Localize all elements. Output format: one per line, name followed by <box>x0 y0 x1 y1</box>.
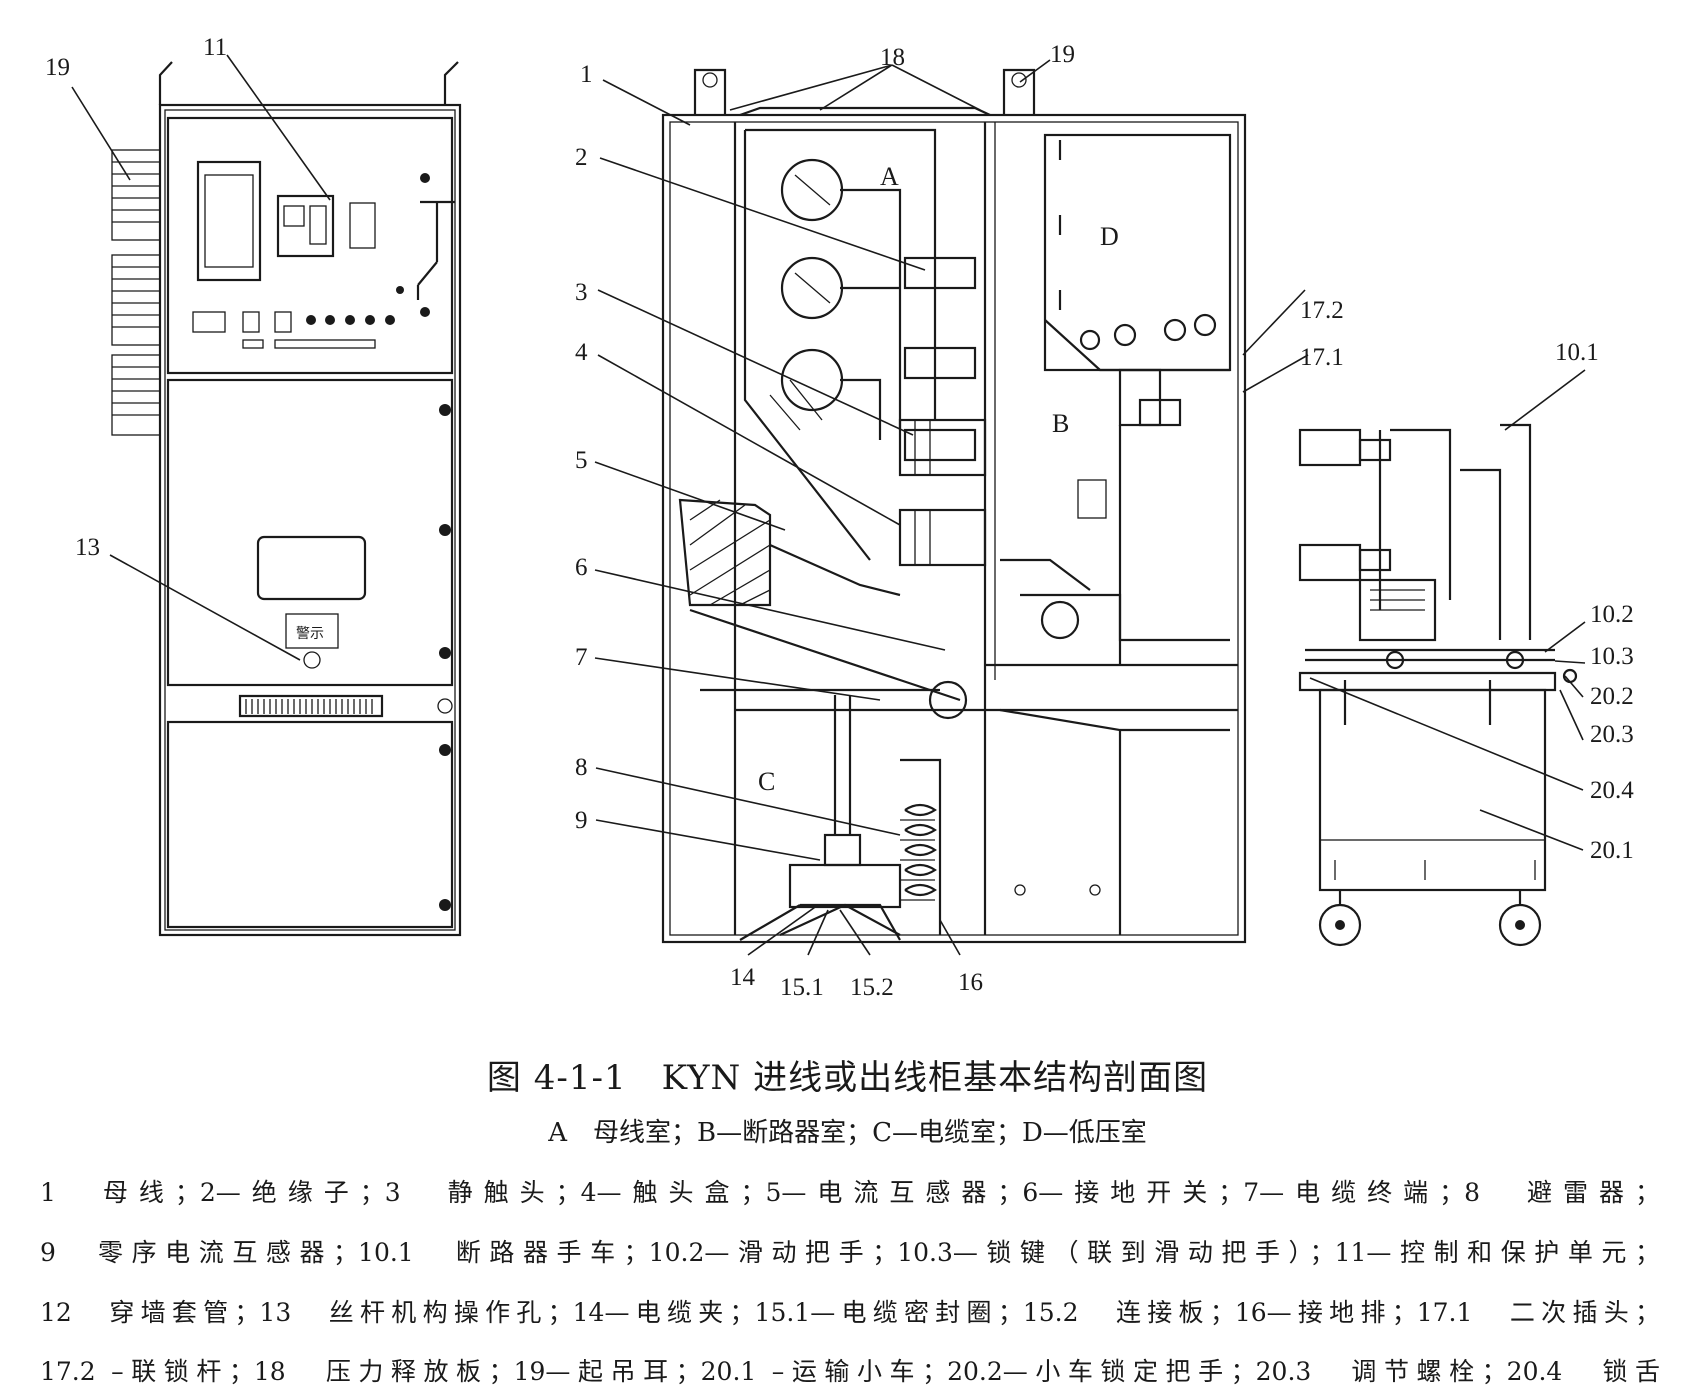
earthing-switch-and-cable <box>689 608 968 941</box>
current-transformer <box>678 498 901 607</box>
callout-10-3: 10.3 <box>1590 643 1634 670</box>
contact-boxes <box>898 418 987 567</box>
legend-line-4: 17.2 –联锁杆；18 压力释放板；19—起吊耳；20.1 –运输小车；20.… <box>40 1357 1660 1386</box>
callout-17-2: 17.2 <box>1300 297 1344 324</box>
wall-bushings <box>111 149 161 436</box>
legend-line-2: 9 零序电流互感器；10.1 断路器手车；10.2—滑动把手；10.3—锁键（联… <box>40 1238 1660 1267</box>
callout-13: 13 <box>75 534 100 561</box>
callout-18: 18 <box>880 44 905 71</box>
callout-20-1: 20.1 <box>1590 837 1634 864</box>
callout-5: 5 <box>575 447 588 474</box>
callout-20-4: 20.4 <box>1590 777 1634 804</box>
callout-6: 6 <box>575 554 588 581</box>
callout-15-2: 15.2 <box>850 974 894 1001</box>
figure-subtitle: A 母线室；B—断路器室；C—电缆室；D—低压室 <box>548 1118 1147 1148</box>
room-letters: A B C D <box>758 162 1119 796</box>
callout-16: 16 <box>958 969 983 996</box>
callout-20-3: 20.3 <box>1590 721 1634 748</box>
middle-door-features: 警示 <box>238 404 453 911</box>
callout-12: 19 <box>45 54 70 81</box>
callout-14: 14 <box>730 964 756 991</box>
lower-right-compartment <box>999 708 1230 935</box>
callout-19: 19 <box>1050 41 1075 68</box>
leader-lines <box>71 54 1586 956</box>
front-view-cabinet <box>158 61 462 937</box>
callout-15-1: 15.1 <box>780 974 824 1001</box>
callout-7: 7 <box>575 644 588 671</box>
breaker-truck <box>1298 423 1578 684</box>
room-c-letter: C <box>758 767 775 796</box>
callout-2: 2 <box>575 144 588 171</box>
callout-1: 1 <box>580 61 593 88</box>
callout-4: 4 <box>575 339 588 366</box>
callout-labels: 19 11 13 1 2 3 4 5 6 7 8 9 14 15.1 15.2 … <box>45 34 1634 1001</box>
surge-arrester <box>900 758 942 935</box>
callout-10-1: 10.1 <box>1555 339 1599 366</box>
legend-line-3: 12 穿墙套管；13 丝杆机构操作孔；14—电缆夹；15.1—电缆密封圈；15.… <box>40 1298 1660 1327</box>
callout-17-1: 17.1 <box>1300 344 1344 371</box>
section-view-cabinet <box>661 68 1247 944</box>
warning-badge-text: 警示 <box>296 626 324 642</box>
room-b-letter: B <box>1052 409 1069 438</box>
legend-line-1: 1 母线；2—绝缘子；3 静触头；4—触头盒；5—电流互感器；6—接地开关；7—… <box>40 1178 1660 1207</box>
callout-20-2: 20.2 <box>1590 683 1634 710</box>
busbar-room <box>743 128 977 561</box>
transport-trolley <box>1298 671 1557 947</box>
callout-3: 3 <box>575 279 588 306</box>
control-unit <box>192 160 455 349</box>
figure-title: 图 4-1-1 KYN 进线或出线柜基本结构剖面图 <box>486 1058 1209 1098</box>
switchgear-diagram: 警示 <box>45 34 1634 1001</box>
room-d-letter: D <box>1100 222 1119 251</box>
room-a-letter: A <box>880 162 899 191</box>
callout-10-2: 10.2 <box>1590 601 1634 628</box>
callout-11: 11 <box>203 34 227 61</box>
breaker-room <box>1000 133 1232 665</box>
callout-9: 9 <box>575 807 588 834</box>
callout-8: 8 <box>575 754 588 781</box>
